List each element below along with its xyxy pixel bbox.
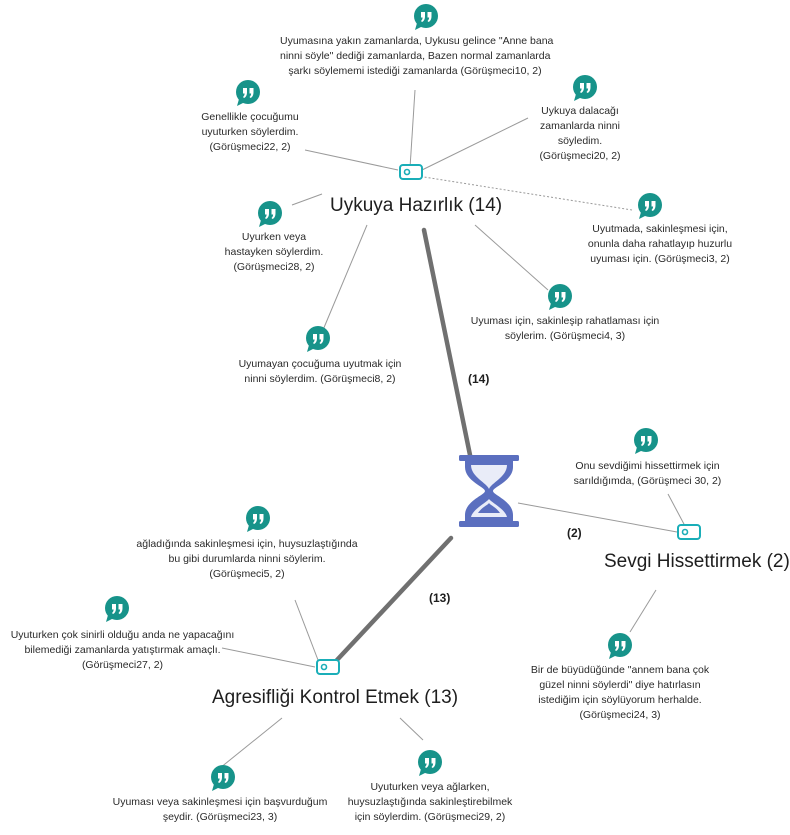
edge-line-agresif bbox=[334, 535, 454, 663]
quote-bubble-icon bbox=[105, 596, 129, 622]
code-edges bbox=[334, 227, 473, 663]
code-label-uykuya: Uykuya Hazırlık (14) bbox=[330, 195, 503, 216]
connector-q27 bbox=[221, 647, 316, 668]
connector-q10 bbox=[409, 89, 416, 169]
quote-text-q10: Uyumasına yakın zamanlarda, Uykusu gelin… bbox=[280, 35, 554, 77]
tag-icon bbox=[677, 524, 701, 540]
edge-label-agresif: (13) bbox=[429, 591, 451, 605]
connector-q29 bbox=[399, 717, 424, 741]
quote-text-q29: Uyuturken veya ağlarken,huysuzlaştığında… bbox=[347, 781, 513, 823]
connector-sevgi bbox=[517, 502, 678, 533]
quote-bubble-icon bbox=[258, 201, 282, 227]
quote-text-q27: Uyuturken çok sinirli olduğu anda ne yap… bbox=[10, 629, 235, 671]
connector-q5 bbox=[294, 599, 319, 661]
connector-q3 bbox=[423, 176, 633, 211]
quote-bubble-icon bbox=[608, 633, 632, 659]
code-label-sevgi: Sevgi Hissettirmek (2) bbox=[604, 551, 790, 572]
quote-bubble-icon bbox=[548, 284, 572, 310]
connector-q8 bbox=[322, 224, 368, 331]
edge-label-uykuya: (14) bbox=[468, 372, 490, 386]
quote-bubble-icon bbox=[246, 506, 270, 532]
quote-bubble-icon bbox=[306, 326, 330, 352]
quote-bubble-icon bbox=[418, 750, 442, 776]
connector-q30 bbox=[667, 493, 686, 527]
connector-q22 bbox=[304, 149, 399, 171]
edge-line-uykuya bbox=[421, 227, 473, 458]
quote-bubble-icon bbox=[414, 4, 438, 30]
tag-icon bbox=[316, 659, 340, 675]
quote-bubble-icon bbox=[211, 765, 235, 791]
quote-bubble-icon bbox=[573, 75, 597, 101]
quote-bubble-icon bbox=[638, 193, 662, 219]
connector-q20 bbox=[421, 117, 529, 171]
quote-bubble-icon bbox=[634, 428, 658, 454]
quote-bubble-icon bbox=[236, 80, 260, 106]
quote-text-q4: Uyuması için, sakinleşip rahatlaması içi… bbox=[470, 315, 660, 342]
quote-text-q5: ağladığında sakinleşmesi için, huysuzlaş… bbox=[136, 538, 358, 580]
tag-icon bbox=[399, 164, 423, 180]
quote-text-q23: Uyuması veya sakinleşmesi için başvurduğ… bbox=[112, 796, 328, 823]
connector-q28 bbox=[291, 193, 323, 206]
hourglass-icon bbox=[459, 455, 519, 527]
code-label-agresif: Agresifliği Kontrol Etmek (13) bbox=[212, 687, 459, 708]
quote-connectors bbox=[219, 89, 686, 769]
connector-q24 bbox=[629, 589, 657, 633]
edge-label-sevgi: (2) bbox=[567, 526, 582, 540]
connector-q4 bbox=[474, 224, 549, 291]
connector-q23 bbox=[219, 717, 283, 769]
quote-text-q3: Uyutmada, sakinleşmesi için,onunla daha … bbox=[587, 223, 733, 265]
